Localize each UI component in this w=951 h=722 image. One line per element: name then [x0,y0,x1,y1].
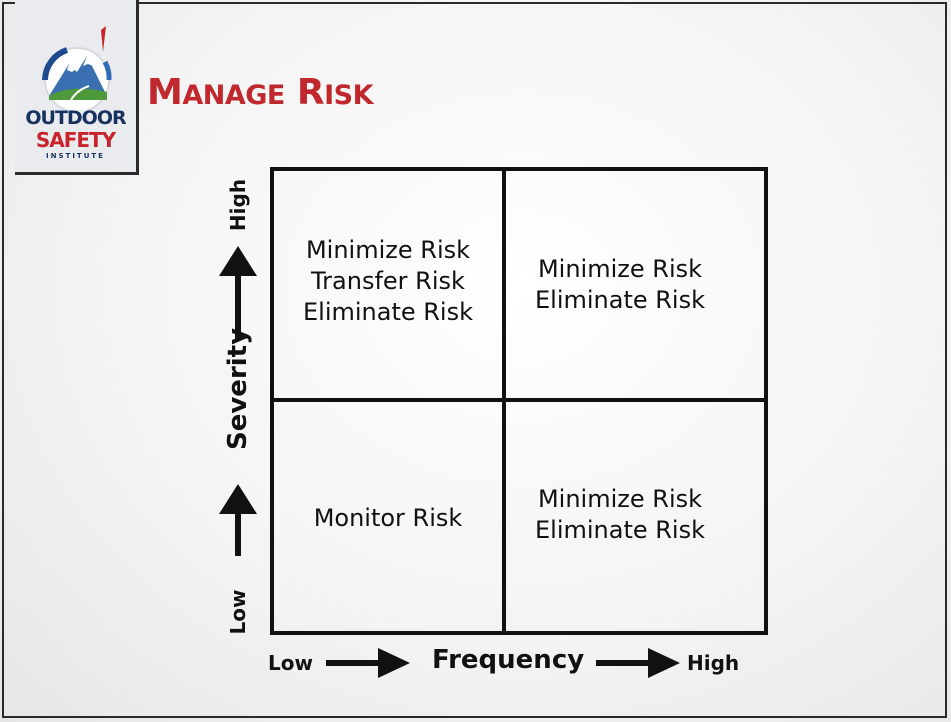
cell-line: Transfer Risk [311,267,465,295]
title-rest-1: ANAGE [182,80,285,111]
cell-line: Minimize Risk [305,236,471,264]
cell-high-severity-low-frequency: Minimize Risk Transfer Risk Eliminate Ri… [274,235,502,328]
title-initial-2: R [296,72,325,113]
arrow-right-icon [326,648,410,678]
cell-line: Minimize Risk [537,255,703,283]
y-axis-title: Severity [223,327,253,450]
x-axis-high-label: High [687,651,740,675]
x-axis-title: Frequency [432,645,585,675]
logo-word-institute: INSTITUTE [46,152,105,160]
matrix-horizontal-divider [270,398,768,402]
arrow-up-icon [219,246,257,340]
arrow-right-icon [596,648,680,678]
cell-low-severity-high-frequency: Minimize Risk Eliminate Risk [506,484,734,546]
cell-line: Minimize Risk [537,485,703,513]
logo-word-outdoor: OUTDOOR [25,107,126,129]
outdoor-safety-institute-logo: OUTDOOR SAFETY INSTITUTE [15,0,139,175]
y-axis-low-label: Low [226,589,250,635]
mountain-logo-icon [42,26,112,110]
page-title: MANAGE RISK [147,72,374,113]
logo-word-safety: SAFETY [35,128,116,152]
cell-line: Eliminate Risk [302,298,473,326]
cell-high-severity-high-frequency: Minimize Risk Eliminate Risk [506,254,734,316]
cell-line: Eliminate Risk [534,516,705,544]
y-axis-high-label: High [226,178,250,232]
cell-low-severity-low-frequency: Monitor Risk [274,503,502,534]
arrow-up-icon [219,484,257,556]
cell-line: Eliminate Risk [534,286,705,314]
title-rest-2: ISK [324,80,374,111]
x-axis-low-label: Low [268,651,313,675]
cell-line: Monitor Risk [313,504,463,532]
title-initial-1: M [147,72,183,113]
